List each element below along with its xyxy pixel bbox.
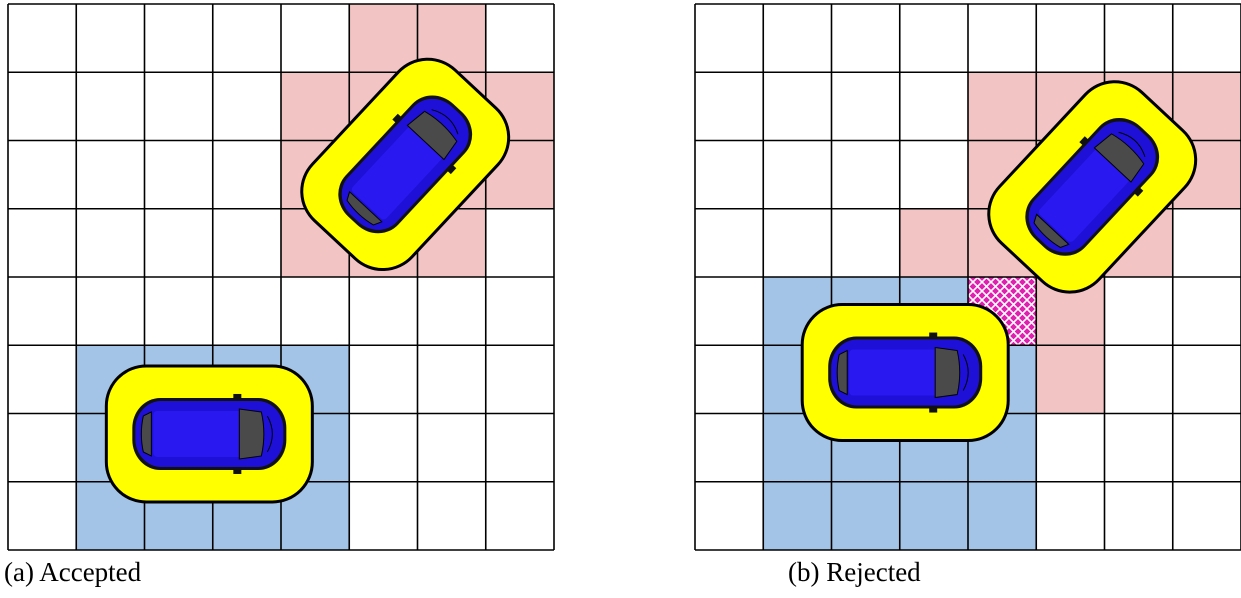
mirror-left xyxy=(1079,136,1090,147)
mirror-left xyxy=(392,113,403,124)
panel-accepted xyxy=(7,3,555,551)
mirror-right xyxy=(446,164,457,175)
windshield xyxy=(406,110,458,161)
caption-rejected: (b) Rejected xyxy=(788,557,921,587)
occupied-cell-vehicle-a xyxy=(899,481,968,550)
panel-rejected xyxy=(694,3,1241,551)
rear-window xyxy=(1033,213,1070,249)
occupied-cell-vehicle-b xyxy=(1172,72,1241,141)
mirror-right xyxy=(929,406,938,413)
car-roof xyxy=(1038,148,1131,242)
windshield xyxy=(238,408,265,460)
occupied-cell-vehicle-b xyxy=(968,72,1037,141)
vehicle-b xyxy=(300,57,511,272)
mirror-left xyxy=(233,393,242,400)
windshield xyxy=(934,346,961,399)
occupied-cell-vehicle-a xyxy=(763,481,832,550)
rear-window xyxy=(140,411,152,457)
mirror-right xyxy=(233,467,242,474)
hood-line xyxy=(1118,131,1146,157)
occupied-cell-vehicle-a xyxy=(968,481,1037,550)
vehicle-a xyxy=(104,364,314,504)
mirror-left xyxy=(929,332,938,339)
hood-line xyxy=(962,354,969,391)
occupied-cell-vehicle-a xyxy=(831,481,900,550)
car-roof xyxy=(351,125,444,220)
car-roof xyxy=(849,349,940,396)
rear-window xyxy=(346,190,383,226)
caption-accepted: (a) Accepted xyxy=(4,557,142,587)
hood-line xyxy=(431,109,459,135)
occupied-cell-vehicle-b xyxy=(1036,345,1105,414)
windshield xyxy=(1093,133,1145,183)
occupied-cell-vehicle-b xyxy=(899,208,968,277)
car-roof xyxy=(153,410,244,457)
occupied-cell-vehicle-b xyxy=(281,72,350,141)
mirror-right xyxy=(1133,186,1144,197)
occupied-cell-vehicle-b xyxy=(349,4,418,73)
hood-line xyxy=(266,415,273,453)
rear-window xyxy=(836,349,848,396)
vehicle-b xyxy=(987,80,1198,294)
vehicle-a xyxy=(800,303,1010,443)
